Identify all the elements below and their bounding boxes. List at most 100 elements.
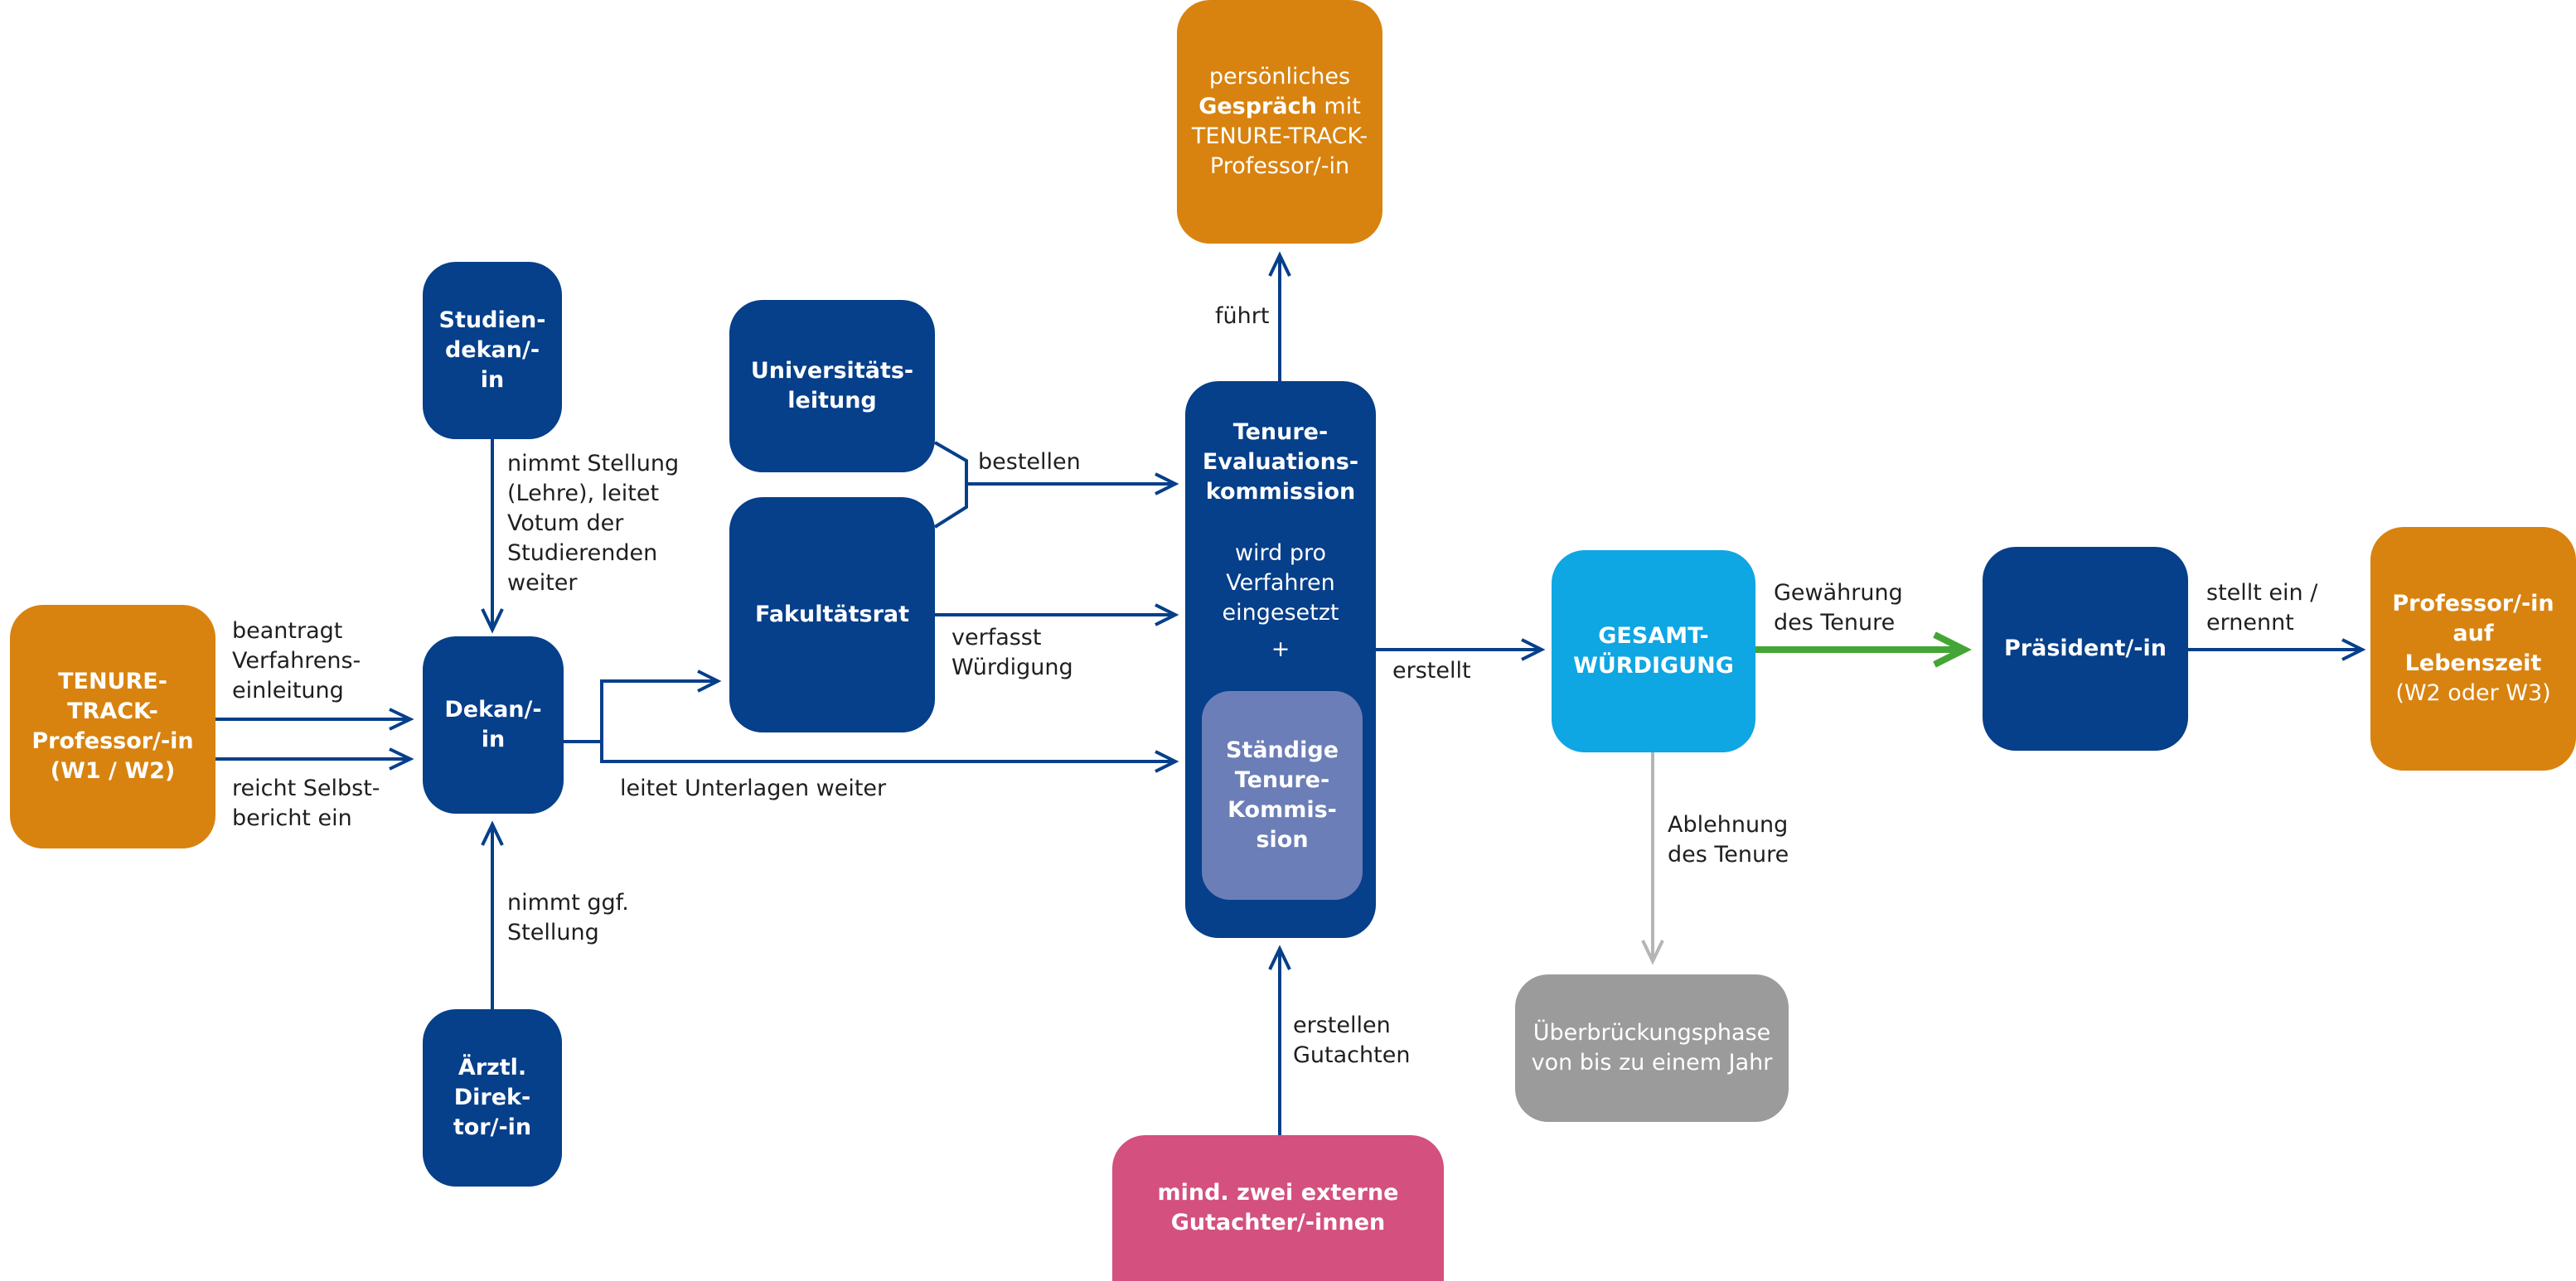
node-plus: + [1271,636,1290,662]
label-ablehnung: Ablehnung des Tenure [1668,810,1789,870]
edge-bestellen-head [1155,472,1179,495]
label-line: beantragt [232,618,343,644]
node-tenure-track-professor: TENURE- TRACK- Professor/-in (W1 / W2) [10,605,215,848]
edge-fuehrt-head [1268,251,1291,277]
label-line: Studierenden [507,540,658,566]
label-line: Gewährung [1774,580,1903,606]
node-line: (W2 oder W3) [2395,680,2551,706]
node-gesamtwuerdigung: GESAMT- WÜRDIGUNG [1552,550,1755,752]
node-line: Studien- [438,307,546,333]
node-line: wird pro [1234,540,1327,566]
label-gewaehrung: Gewährung des Tenure [1774,578,1903,638]
edge-dekan-split [564,679,718,743]
label-erstellen-gutachten: erstellen Gutachten [1293,1011,1410,1071]
node-line: Direk- [453,1085,531,1110]
node-line: Ärztl. [458,1055,527,1080]
node-line: TRACK- [67,699,158,724]
node-line: kommission [1205,479,1356,505]
label-line: Stellung [507,920,599,945]
node-gespraech: persönliches Gespräch mit TENURE-TRACK- … [1177,0,1382,244]
label-line: einleitung [232,678,344,703]
node-line: sion [1256,827,1309,853]
node-line: mind. zwei externe [1157,1180,1399,1206]
edge-bestellen-bracket [933,441,968,529]
label-nimmt-stellung-lehre: nimmt Stellung (Lehre), leitet Votum der… [507,449,679,598]
label-line: stellt ein / [2206,580,2318,606]
node-line: Kommis- [1227,797,1337,823]
node-gutachter: mind. zwei externe Gutachter/-innen [1112,1135,1444,1281]
node-aerztl-direktor: Ärztl. Direk- tor/-in [423,1009,562,1187]
label-line: des Tenure [1668,842,1789,868]
edge-ablehnung-head [1641,940,1664,965]
node-line: persönliches [1208,64,1351,89]
label-line: bericht ein [232,805,352,831]
node-dekan: Dekan/-in [423,636,564,814]
node-line: (W1 / W2) [50,758,176,784]
edge-aerztl-head [481,820,504,846]
label-line: Würdigung [951,655,1073,680]
label-line: (Lehre), leitet [507,481,660,506]
node-line: Ständige [1225,737,1339,763]
node-line: dekan/-in [444,337,540,393]
label-leitet-unterlagen: leitet Unterlagen weiter [620,774,886,804]
node-line: Tenure- [1234,767,1330,793]
node-professor-lebenszeit: Professor/-in auf Lebenszeit (W2 oder W3… [2370,527,2576,771]
node-praesident: Präsident/-in [1983,547,2188,751]
label-line: Ablehnung [1668,812,1789,838]
node-line: Tenure- [1232,419,1329,445]
label-line: ernennt [2206,610,2294,636]
node-line: TENURE- [58,669,167,694]
node-line: Dekan/-in [444,697,542,752]
label-verfasst: verfasst Würdigung [951,623,1073,683]
label-line: nimmt Stellung [507,451,680,476]
edge-gewaehrung-head [1933,631,1972,668]
label-line: reicht Selbst- [232,776,380,801]
label-line: bestellen [978,449,1081,475]
edge-beantragt-head [389,708,414,731]
edge-stellt-ein-head [2341,638,2366,661]
edge-dekan-evaluation-head [1155,750,1179,773]
edge-gutachter-head [1268,945,1291,970]
node-line: Professor/-in [1209,153,1350,179]
node-line-rest: mit [1316,94,1361,119]
edge-verfasst-head [1155,603,1179,626]
label-line: Gutachten [1293,1042,1411,1068]
node-studiendekan: Studien- dekan/-in [423,262,562,439]
node-line-mixed: Gespräch mit [1198,92,1361,122]
label-line: erstellen [1293,1013,1391,1038]
label-line: nimmt ggf. [507,890,629,916]
node-ueberbrueckung: Überbrückungsphase von bis zu einem Jahr [1515,974,1789,1122]
label-fuehrt: führt [1215,302,1269,331]
edge-dekan-evaluation [600,742,1175,763]
node-line: Präsident/-in [2004,636,2167,661]
node-line: Professor/-in [2392,591,2554,616]
edge-erstellt-head [1521,638,1546,661]
label-line: des Tenure [1774,610,1896,636]
node-line: Professor/-in [31,728,194,754]
node-line: Evaluations- [1202,449,1359,475]
label-line: verfasst [951,625,1042,650]
label-line: weiter [507,570,578,596]
node-universitaetsleitung: Universitäts- leitung [729,300,935,472]
node-line: leitung [787,388,877,413]
node-staendige-kommission: Ständige Tenure- Kommis- sion [1202,691,1363,900]
node-line: GESAMT- [1598,623,1709,649]
node-line: WÜRDIGUNG [1573,653,1734,679]
label-beantragt: beantragt Verfahrens- einleitung [232,616,361,706]
node-line: eingesetzt [1222,600,1339,626]
label-erstellt: erstellt [1392,656,1471,686]
node-line: von bis zu einem Jahr [1531,1050,1773,1076]
node-line: auf Lebenszeit [2404,621,2542,676]
node-line: Universitäts- [750,358,914,384]
label-line: Verfahrens- [232,648,361,674]
edge-dekan-fakultaet-head [697,670,722,693]
label-bestellen: bestellen [978,447,1081,477]
node-line-bold: Gespräch [1198,94,1317,119]
node-line: Gutachter/-innen [1170,1210,1386,1235]
label-line: Votum der [507,510,624,536]
label-reicht: reicht Selbst- bericht ein [232,774,380,834]
node-line: tor/-in [453,1114,532,1140]
node-line: Verfahren [1226,570,1335,596]
edge-reicht-head [389,747,414,771]
